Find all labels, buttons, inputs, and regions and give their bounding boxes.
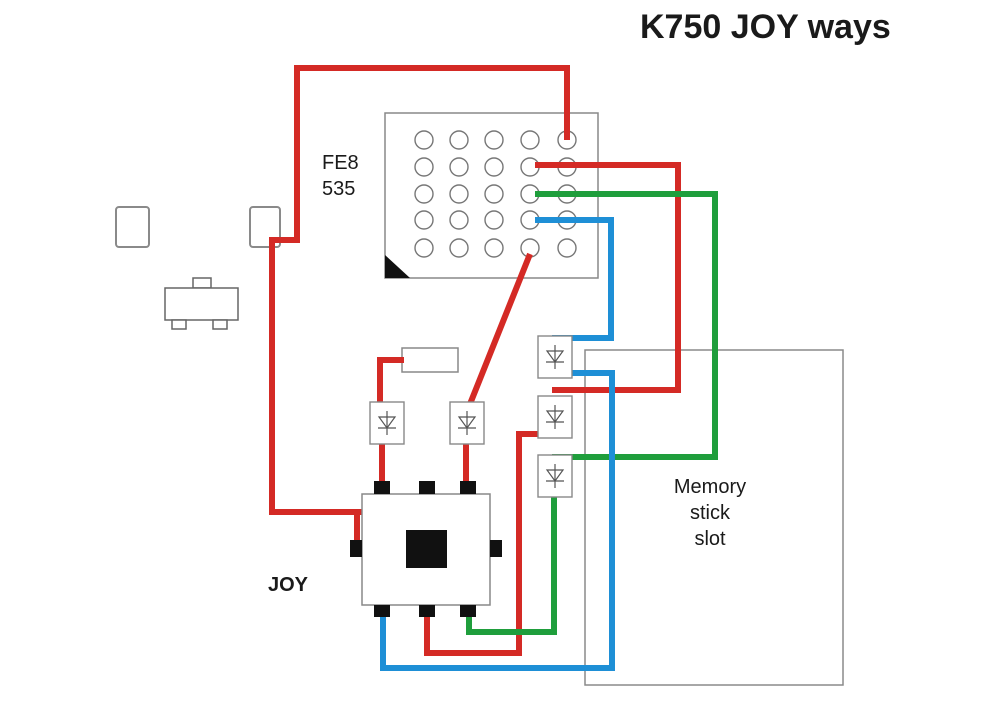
diode (537, 335, 573, 379)
joystick-pin-top-right (460, 481, 476, 494)
chip-ball (414, 157, 434, 177)
chip-ball (414, 130, 434, 150)
memory-slot-label: Memory stick slot (645, 474, 775, 552)
red-wire-left-resistor (377, 357, 404, 402)
green-wire-bottom (466, 496, 557, 635)
joystick-component (350, 481, 502, 617)
chip-pin1-marker (385, 255, 410, 278)
chip-ball (449, 184, 469, 204)
chip-label: FE8 535 (322, 150, 359, 202)
chip-ball (557, 238, 577, 258)
joystick-pin-top-mid (419, 481, 435, 494)
chip-label-line2: 535 (322, 178, 356, 200)
red-wire-bottom (424, 431, 549, 656)
joystick-pin-bottom-right (460, 605, 476, 617)
chip-ball (449, 157, 469, 177)
joystick-pin-right (490, 540, 502, 557)
chip-ball (449, 130, 469, 150)
green-wire-chip (535, 191, 718, 460)
diode (449, 401, 485, 445)
joystick-pin-bottom-mid (419, 605, 435, 617)
chip-ball (449, 238, 469, 258)
chip-ball (484, 184, 504, 204)
chip-ball (520, 130, 540, 150)
transistor-sot23 (164, 277, 239, 330)
chip-ball (484, 210, 504, 230)
resistor-top (401, 347, 459, 373)
red-wire-diagonal (467, 252, 533, 406)
resistor-left (115, 206, 150, 248)
chip-ball (484, 238, 504, 258)
chip-ball (414, 210, 434, 230)
diode (537, 395, 573, 439)
memory-slot-line2: stick (690, 502, 730, 524)
chip-ball (484, 157, 504, 177)
memory-slot-line1: Memory (673, 476, 747, 498)
joystick-pin-left (350, 540, 362, 557)
joystick-pin-bottom-left (374, 605, 390, 617)
blue-wire-bottom (380, 370, 615, 671)
diode (537, 454, 573, 498)
diagram-title: K750 JOY ways (640, 8, 891, 46)
joystick-pin-top-left (374, 481, 390, 494)
joystick-center-pad (406, 530, 447, 568)
chip-ball (449, 210, 469, 230)
blue-wire-chip (535, 217, 614, 341)
joystick-label: JOY (268, 574, 309, 596)
memory-slot-line3: slot (694, 528, 726, 550)
chip-ball (414, 184, 434, 204)
chip-label-line1: FE8 (322, 152, 359, 174)
chip-ball (484, 130, 504, 150)
diode (369, 401, 405, 445)
chip-ball (414, 238, 434, 258)
